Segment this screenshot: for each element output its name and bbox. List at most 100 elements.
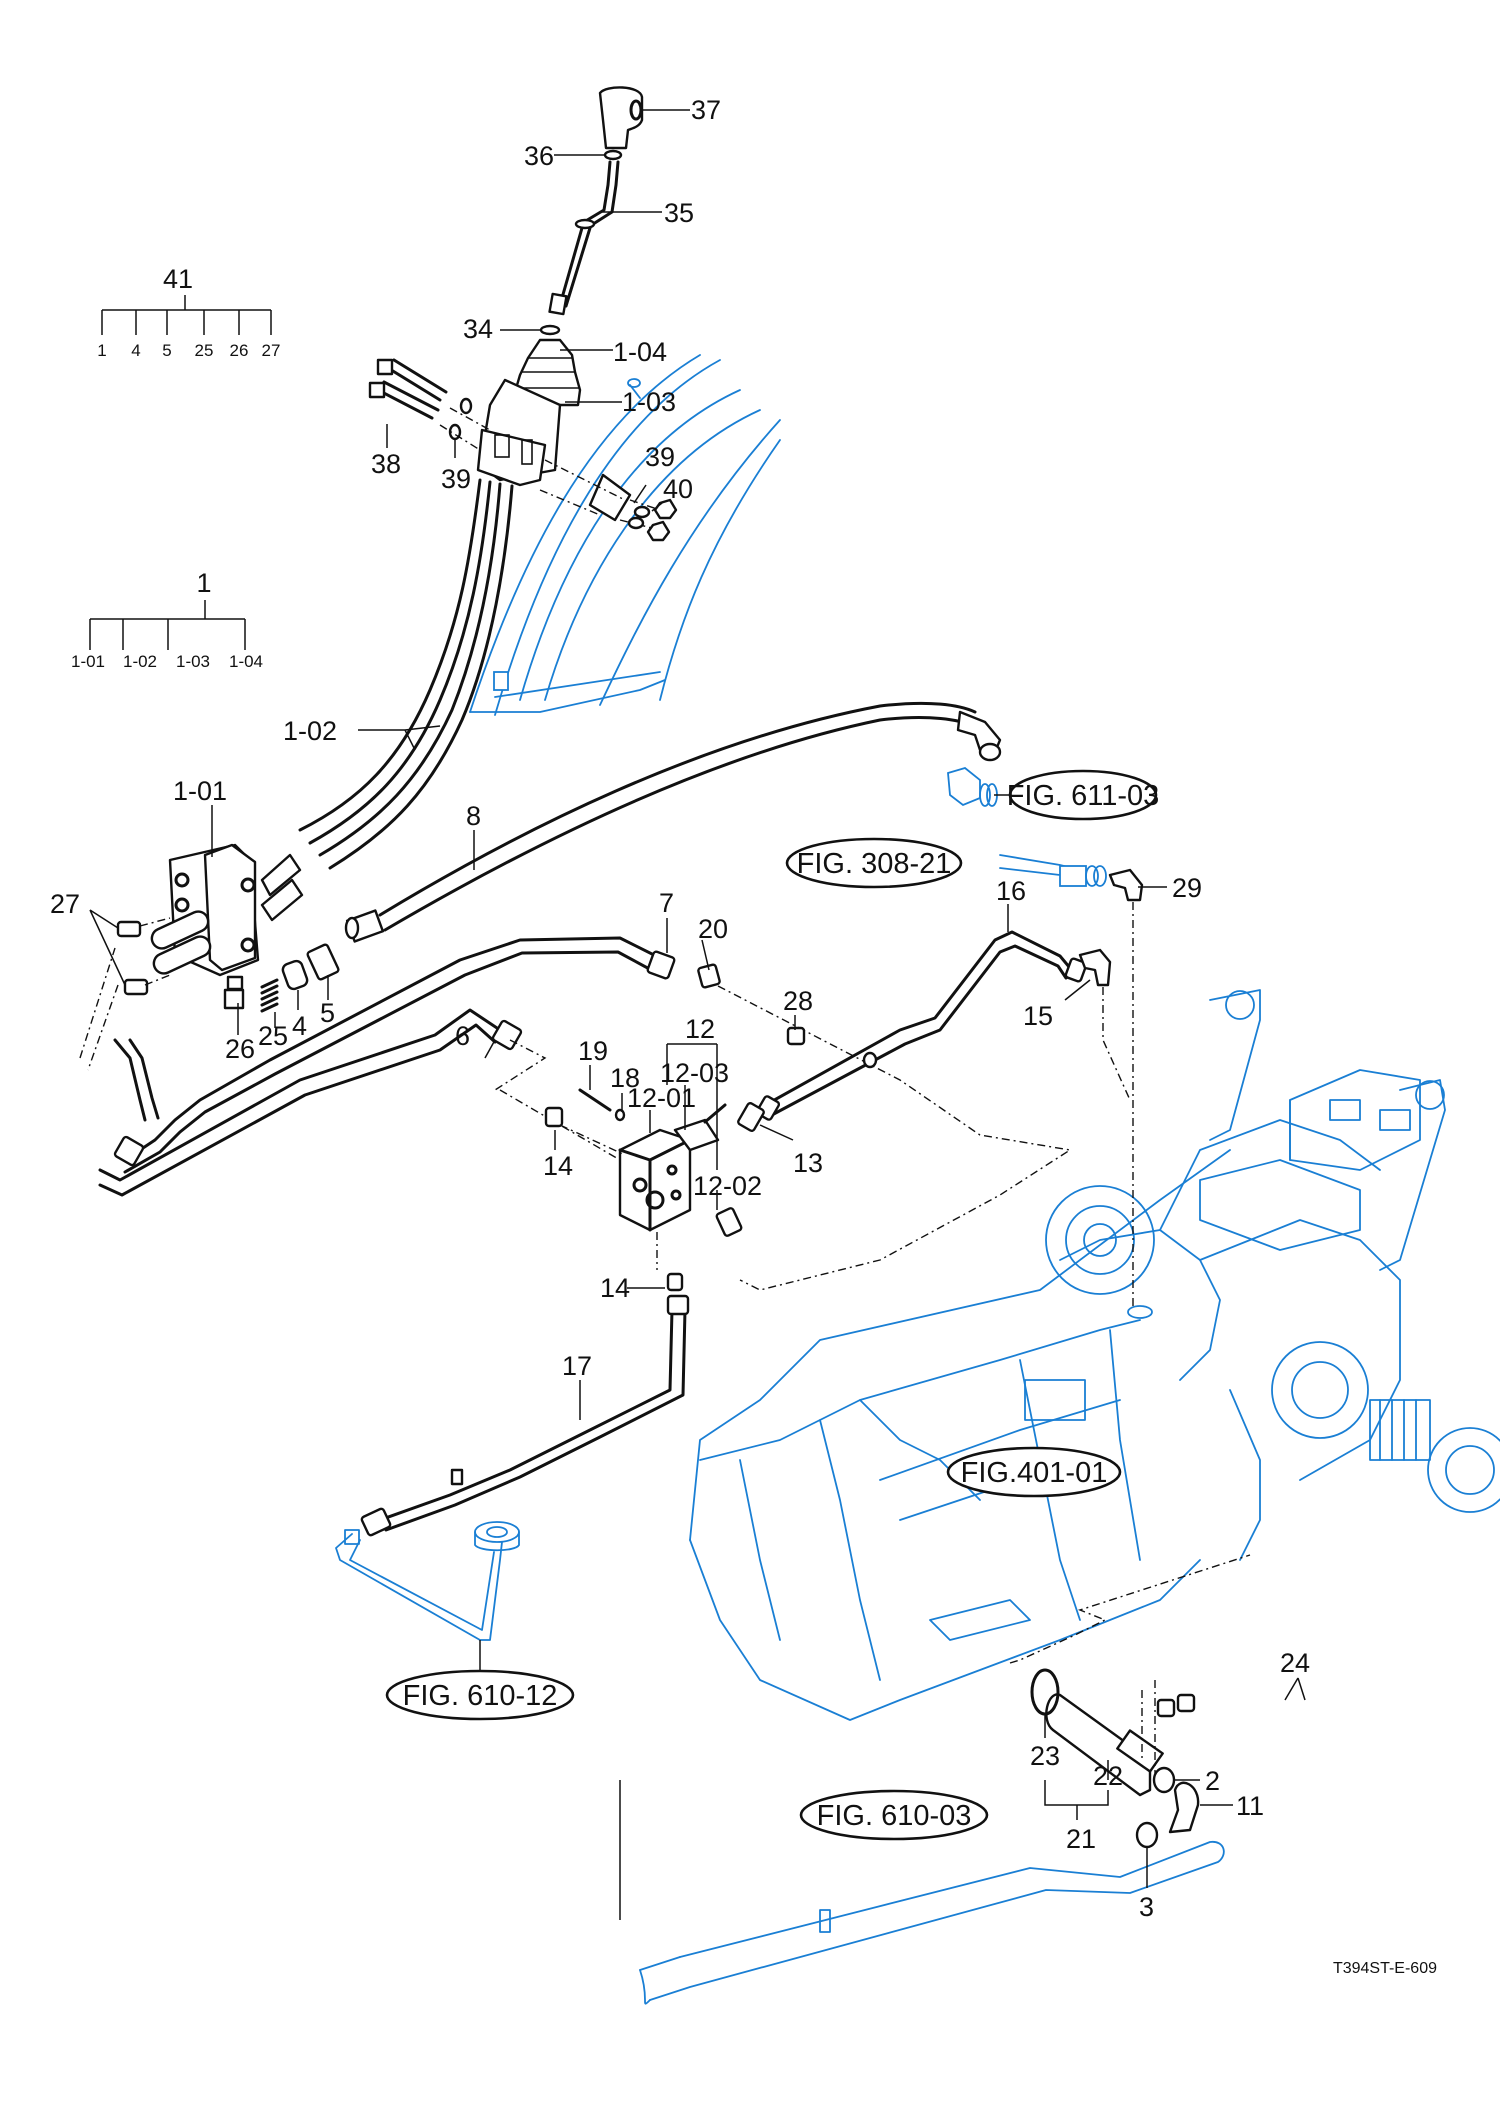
callout-40: 40	[663, 474, 693, 504]
callout-38: 38	[371, 449, 401, 479]
callout-12-01: 12-01	[627, 1083, 696, 1113]
part-27-fittings	[79, 917, 171, 1071]
callout-12: 12	[685, 1014, 715, 1044]
part-2-clamp	[1152, 1766, 1176, 1794]
part-34-ring	[539, 324, 561, 336]
fender-bracket	[493, 671, 509, 691]
part-20-plug	[697, 963, 721, 989]
callout-24: 24	[1280, 1648, 1310, 1678]
callout-20: 20	[698, 914, 728, 944]
fig-ref-308-21-label[interactable]: FIG. 308-21	[797, 848, 952, 880]
assembly-41-child: 5	[162, 341, 171, 360]
callout-35: 35	[664, 198, 694, 228]
callout-39-right: 39	[645, 442, 675, 472]
callout-4: 4	[292, 1011, 307, 1041]
part-13-adapter	[737, 1102, 765, 1132]
callout-1-04: 1-04	[613, 337, 667, 367]
part-21-suction-pipe	[1045, 1693, 1164, 1797]
assembly-1-label: 1	[196, 568, 211, 598]
callout-13: 13	[793, 1148, 823, 1178]
fig-ref-401-01[interactable]: FIG.401-01	[946, 1446, 1122, 1498]
assembly-41-child: 25	[195, 341, 214, 360]
part-8-hose	[344, 701, 1002, 943]
callout-1-02: 1-02	[283, 716, 337, 746]
assembly-1-child: 1-01	[71, 652, 105, 671]
fig-ref-611-03[interactable]: FIG. 611-03	[1007, 769, 1160, 821]
callout-11: 11	[1236, 1791, 1264, 1821]
part-29-elbow	[1108, 868, 1144, 902]
drawing-code: T394ST-E-609	[1333, 1960, 1437, 1977]
assembly-1-child: 1-04	[229, 652, 263, 671]
part-1-04-boot	[513, 338, 582, 407]
part-1-03-control-body	[476, 378, 562, 487]
part-14-fitting-lower	[666, 1272, 684, 1292]
callout-34: 34	[463, 314, 493, 344]
part-5-nut	[306, 943, 340, 981]
callout-5: 5	[320, 998, 335, 1028]
fig-ref-611-03-label[interactable]: FIG. 611-03	[1007, 780, 1160, 812]
callout-21: 21	[1066, 1824, 1096, 1854]
callout-15: 15	[1023, 1001, 1053, 1031]
part-6-pipe	[98, 1008, 621, 1197]
return-pipe-610-12-reference	[335, 1521, 520, 1641]
fig-ref-610-03-label[interactable]: FIG. 610-03	[817, 1800, 972, 1832]
part-7-pipe	[123, 936, 676, 1174]
callout-23: 23	[1030, 1741, 1060, 1771]
fig-ref-308-21[interactable]: FIG. 308-21	[785, 837, 963, 889]
callout-16: 16	[996, 876, 1026, 906]
hose-308-21-reference	[999, 854, 1107, 887]
callout-18: 18	[610, 1063, 640, 1093]
callout-25: 25	[258, 1021, 288, 1051]
port-boss	[1127, 1305, 1153, 1319]
suction-pipe-610-03-reference	[639, 1841, 1225, 2005]
callout-39-left: 39	[441, 464, 471, 494]
part-26-elbow	[223, 975, 245, 1010]
callout-22: 22	[1093, 1761, 1123, 1791]
callout-27: 27	[50, 889, 80, 919]
callout-1-03: 1-03	[622, 387, 676, 417]
fender-pin	[627, 378, 641, 388]
fig-ref-401-01-label[interactable]: FIG.401-01	[961, 1457, 1108, 1489]
part-39-40-hardware	[539, 459, 678, 542]
part-37-knob	[598, 86, 644, 150]
callouts: 37 36 35 34 1-04 1-03 38 39 39 40 1-02 1…	[50, 95, 1310, 1922]
part-3-clamp	[1135, 1821, 1159, 1849]
callout-37: 37	[691, 95, 721, 125]
part-36-ring	[603, 149, 623, 161]
assembly-41-child: 27	[262, 341, 281, 360]
part-1-01-valve-body	[150, 843, 304, 977]
part-18-washer	[614, 1108, 626, 1122]
callout-28: 28	[783, 986, 813, 1016]
part-14-fitting-upper	[544, 1106, 564, 1128]
assembly-41-child: 4	[131, 341, 140, 360]
part-24-bolts	[1141, 1680, 1196, 1783]
fig-ref-610-12-label[interactable]: FIG. 610-12	[403, 1680, 558, 1712]
part-28-plug	[786, 1026, 806, 1046]
elbow-611-03-reference	[947, 767, 998, 807]
assembly-41-tree: 41 1 4 5 25 26 27	[97, 264, 280, 360]
callout-3: 3	[1139, 1892, 1154, 1922]
part-11-hose	[1168, 1781, 1200, 1834]
part-23-o-ring	[1030, 1668, 1060, 1716]
fig-ref-610-03[interactable]: FIG. 610-03	[799, 1789, 989, 1841]
callout-7: 7	[659, 888, 674, 918]
fig-ref-610-12[interactable]: FIG. 610-12	[385, 1669, 575, 1721]
callout-12-03: 12-03	[660, 1058, 729, 1088]
assembly-41-label: 41	[163, 264, 193, 294]
callout-1-01: 1-01	[173, 776, 227, 806]
assembly-41-child: 26	[230, 341, 249, 360]
part-4-poppet	[281, 959, 309, 991]
callout-14-upper: 14	[543, 1151, 573, 1181]
callout-19: 19	[578, 1036, 608, 1066]
callout-6: 6	[455, 1021, 470, 1051]
callout-12-02: 12-02	[693, 1171, 762, 1201]
leader-lines	[89, 109, 1306, 1920]
part-35-lever	[582, 160, 612, 224]
part-1-02-cables	[298, 478, 514, 870]
transmission-housing-reference	[689, 989, 1500, 1721]
assembly-1-child: 1-03	[176, 652, 210, 671]
part-15-elbow	[1078, 948, 1112, 987]
part-19-bolt	[578, 1088, 612, 1112]
assembly-1-child: 1-02	[123, 652, 157, 671]
